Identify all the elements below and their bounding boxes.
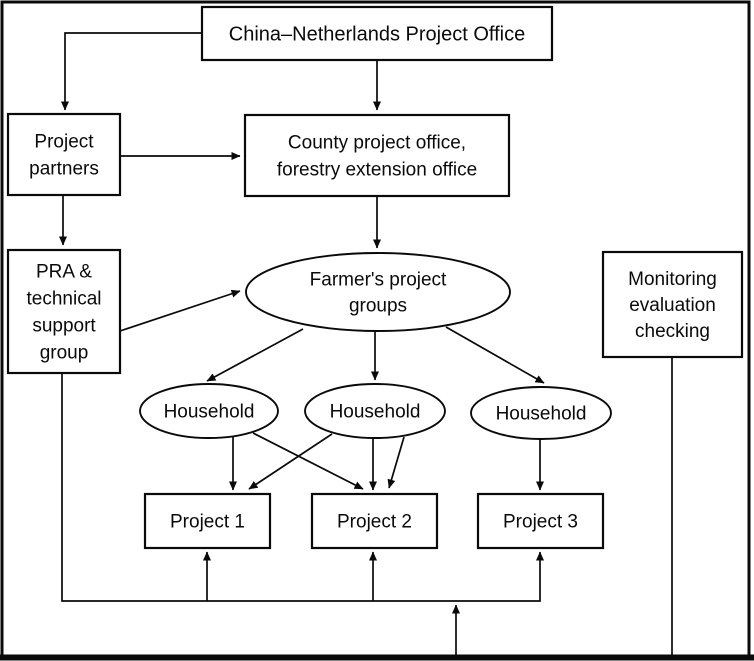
node-monitoring-evaluation-checking: Monitoring evaluation checking	[601, 250, 744, 359]
node-label-line: PRA &	[36, 262, 92, 283]
node-label-line: Project 3	[503, 512, 578, 533]
node-label-line: forestry extension office	[277, 160, 477, 181]
node-label-line: technical	[27, 289, 102, 310]
node-ellipse	[245, 252, 511, 332]
edge-household-1-to-project-2	[252, 432, 364, 490]
node-box	[601, 250, 744, 359]
node-label: Monitoring evaluation checking	[628, 269, 717, 342]
node-label-line: China–Netherlands Project Office	[229, 24, 525, 46]
edge-china-office-to-project-partners	[61, 32, 202, 111]
edge-household-2-to-project-1	[248, 433, 333, 490]
node-china-netherlands-project-office: China–Netherlands Project Office	[200, 5, 554, 62]
node-label-line: Project 1	[170, 512, 245, 533]
node-label-line: Farmer's project	[310, 270, 447, 291]
node-household-3: Household	[470, 386, 612, 440]
node-household-2: Household	[304, 383, 446, 439]
node-box	[243, 113, 511, 198]
node-pra-technical-support-group: PRA & technical support group	[6, 248, 122, 375]
node-label-line: Monitoring	[628, 269, 717, 290]
node-label-line: group	[40, 343, 89, 364]
node-label: Household	[164, 402, 255, 423]
node-label-line: Project	[34, 132, 94, 153]
node-label: Household	[330, 402, 421, 423]
node-label: Farmer's project groups	[310, 270, 447, 317]
node-ellipse	[470, 386, 612, 440]
node-label: Project 3	[503, 512, 578, 533]
node-farmers-project-groups: Farmer's project groups	[245, 252, 511, 332]
node-label-line: Project 2	[337, 512, 412, 533]
node-label-line: partners	[29, 159, 99, 180]
edge-pra-group-loop-to-project-3	[61, 373, 544, 602]
edge-household-2-to-project-2-alt	[387, 436, 405, 489]
edge-farmers-groups-to-household-1	[206, 328, 304, 382]
edge-farmers-groups-to-household-3	[445, 326, 545, 384]
node-ellipse	[304, 383, 446, 439]
node-label-line: support	[32, 316, 96, 337]
node-label: China–Netherlands Project Office	[229, 24, 525, 46]
node-box	[476, 492, 605, 550]
node-label: Project 1	[170, 512, 245, 533]
node-label-line: County project office,	[288, 133, 466, 154]
edge-pra-group-to-farmers-groups	[119, 289, 241, 332]
node-label-line: checking	[635, 321, 710, 342]
node-label: Project partners	[29, 132, 99, 180]
node-project-2: Project 2	[310, 492, 439, 550]
node-county-project-office: County project office, forestry extension…	[243, 113, 511, 198]
node-ellipse	[139, 383, 279, 439]
node-label-line: Household	[496, 404, 587, 425]
node-box	[200, 5, 554, 62]
node-box	[6, 248, 122, 375]
node-project-partners: Project partners	[6, 112, 122, 197]
node-label: PRA & technical support group	[27, 262, 102, 364]
node-label-line: evaluation	[629, 295, 716, 316]
node-household-1: Household	[139, 383, 279, 439]
node-label: Household	[496, 404, 587, 425]
node-box	[6, 112, 122, 197]
node-label: Project 2	[337, 512, 412, 533]
node-project-1: Project 1	[143, 492, 272, 550]
node-label-line: groups	[349, 296, 407, 317]
node-label-line: Household	[330, 402, 421, 423]
node-label-line: Household	[164, 402, 255, 423]
node-label: County project office, forestry extension…	[277, 133, 477, 181]
node-box	[143, 492, 272, 550]
node-box	[310, 492, 439, 550]
node-project-3: Project 3	[476, 492, 605, 550]
